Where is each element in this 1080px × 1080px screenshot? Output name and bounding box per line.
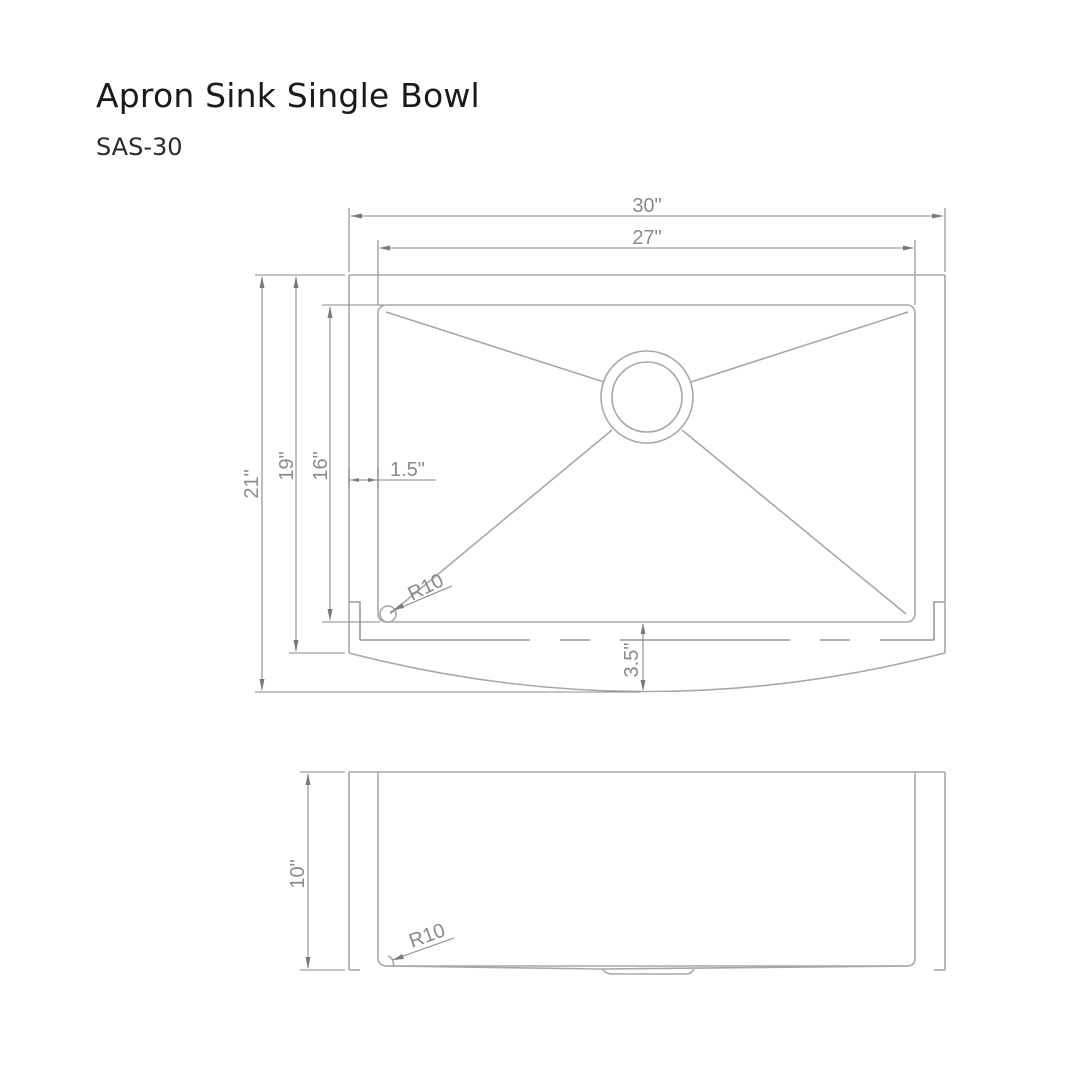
product-title: Apron Sink Single Bowl — [96, 76, 480, 115]
drain-outer — [600, 350, 694, 444]
dimension-overall-depth: 21" — [241, 274, 640, 693]
apron-step-right — [933, 601, 945, 640]
dimension-bowl-depth: 16" — [310, 304, 384, 623]
side-view: R10 10" — [287, 771, 946, 975]
top-view: 30" 27" — [241, 195, 946, 693]
bowl-outline — [377, 304, 916, 623]
dimension-label-r10-side: R10 — [406, 919, 448, 952]
apron-curve — [348, 652, 946, 693]
dimension-label-30: 30" — [632, 195, 661, 217]
dimension-depth-19: 19" — [276, 274, 345, 654]
side-bowl-profile — [377, 772, 916, 970]
slope-line-bottom-left — [389, 429, 613, 615]
dimension-label-19: 19" — [276, 451, 298, 480]
dimension-bowl-width: 27" — [377, 227, 916, 305]
dimension-label-10: 10" — [287, 859, 309, 888]
slope-line-bottom-right — [681, 429, 907, 615]
dimension-label-1-5: 1.5" — [390, 459, 425, 481]
side-drain — [601, 968, 695, 975]
drain-inner — [611, 361, 683, 433]
dimension-label-16: 16" — [310, 451, 332, 480]
slope-line-top-left — [385, 311, 605, 383]
dimension-label-3-5: 3.5" — [621, 643, 643, 678]
model-number: SAS-30 — [96, 133, 183, 161]
dimension-label-21: 21" — [241, 469, 263, 498]
apron-step-left — [349, 601, 361, 640]
slope-line-top-right — [690, 311, 909, 383]
dimension-height: 10" — [287, 771, 345, 971]
dimension-side-corner-radius: R10 — [387, 919, 455, 967]
dimension-overall-width: 30" — [348, 195, 946, 272]
dimension-side-wall: 1.5" — [348, 459, 436, 488]
dimension-label-r10-top: R10 — [405, 570, 448, 606]
corner-radius-circle — [379, 605, 397, 623]
dimension-apron-curve: 3.5" — [621, 623, 646, 691]
dimension-label-27: 27" — [632, 227, 661, 249]
